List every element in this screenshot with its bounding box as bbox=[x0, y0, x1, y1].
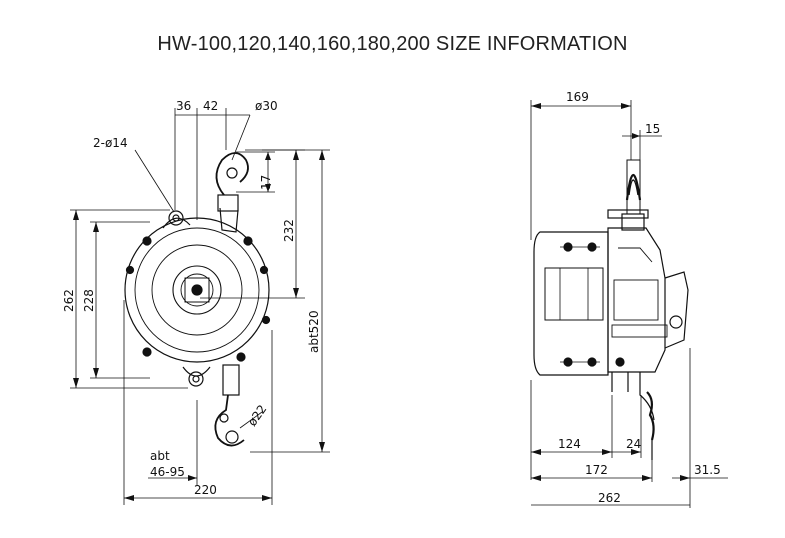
body-ring bbox=[151, 244, 243, 336]
dim-15: 15 bbox=[645, 122, 660, 136]
front-view bbox=[124, 152, 271, 447]
front-arrowheads bbox=[73, 150, 325, 501]
dim-abt520: abt520 bbox=[307, 310, 321, 353]
dim-228: 228 bbox=[82, 289, 96, 312]
dim-169: 169 bbox=[566, 90, 589, 104]
front-dimension-lines bbox=[70, 108, 330, 505]
housing-body bbox=[533, 231, 609, 376]
dim-46-95: 46-95 bbox=[150, 465, 185, 479]
dim-dia22: ø22 bbox=[245, 402, 269, 429]
dim-abt-label: abt bbox=[150, 449, 170, 463]
dim-dia30: ø30 bbox=[255, 99, 278, 113]
dim-172: 172 bbox=[585, 463, 608, 477]
body-inner-circle bbox=[134, 227, 260, 353]
dim-262-height: 262 bbox=[62, 289, 76, 312]
side-view bbox=[533, 159, 689, 460]
bottom-hook bbox=[214, 394, 245, 447]
dim-31-5: 31.5 bbox=[694, 463, 721, 477]
mounting-hole bbox=[168, 210, 184, 226]
lower-spring bbox=[646, 391, 655, 441]
dim-24: 24 bbox=[626, 437, 641, 451]
dim-2-dia14: 2-ø14 bbox=[93, 136, 128, 150]
dim-220: 220 bbox=[194, 483, 217, 497]
page-title: HW-100,120,140,160,180,200 SIZE INFORMAT… bbox=[157, 33, 628, 55]
dim-124: 124 bbox=[558, 437, 581, 451]
dim-17: 17 bbox=[259, 175, 273, 190]
side-arrowheads bbox=[531, 103, 690, 481]
upper-spring bbox=[625, 174, 642, 201]
dim-262-width: 262 bbox=[598, 491, 621, 505]
dim-42: 42 bbox=[203, 99, 218, 113]
side-dimension-lines bbox=[530, 100, 728, 508]
dim-232: 232 bbox=[282, 219, 296, 242]
hub-circle bbox=[172, 265, 222, 315]
dim-36: 36 bbox=[176, 99, 191, 113]
